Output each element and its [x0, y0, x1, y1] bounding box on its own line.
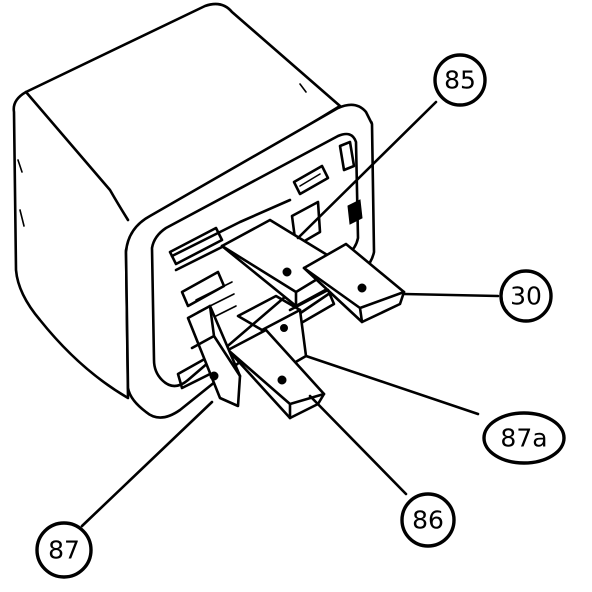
leader-30	[402, 292, 500, 298]
terminal-87a-hole	[280, 324, 288, 332]
terminal-85-hole	[282, 267, 292, 277]
leader-85	[296, 100, 438, 240]
terminal-30-edge	[302, 266, 406, 324]
terminal-87-blade	[186, 304, 242, 408]
housing-inner-recess	[150, 132, 360, 388]
terminal-86	[226, 328, 326, 420]
terminal-87-hole	[209, 371, 219, 381]
leader-87a	[304, 354, 480, 416]
terminal-30	[288, 242, 406, 328]
label-87a-oval	[482, 411, 566, 465]
housing-top-edge	[24, 90, 130, 222]
label-30-text: 30	[510, 282, 542, 311]
terminal-86-blade	[226, 328, 326, 420]
rail-upper	[170, 198, 292, 258]
label-85: 85	[433, 53, 487, 107]
label-86-text: 86	[412, 506, 444, 535]
label-87a: 87a	[482, 411, 566, 465]
label-87a-text: 87a	[500, 424, 547, 453]
slot-far-right	[338, 140, 356, 172]
terminal-30-stem	[288, 288, 336, 328]
label-30: 30	[499, 269, 553, 323]
label-86: 86	[400, 492, 456, 548]
terminal-30-blade	[302, 242, 406, 324]
label-87-text: 87	[48, 536, 80, 565]
label-87-circle	[35, 521, 93, 579]
slot-upper-right	[292, 164, 330, 196]
slot-upper-right-fill	[299, 173, 321, 187]
terminal-87	[186, 304, 242, 408]
terminal-86-hole	[277, 375, 287, 385]
leader-lines	[80, 100, 500, 528]
relay-housing	[12, 2, 376, 419]
terminal-87a-fold	[236, 294, 302, 332]
slot-tab-right	[347, 199, 363, 225]
label-85-circle	[433, 53, 487, 107]
relay-internals	[168, 140, 363, 390]
terminal-86-edge	[226, 348, 326, 420]
label-30-circle	[499, 269, 553, 323]
label-85-text: 85	[444, 66, 476, 95]
rail-slot	[168, 226, 224, 266]
label-87: 87	[35, 521, 93, 579]
leader-86	[308, 394, 408, 496]
housing-shade-marks	[17, 83, 373, 227]
label-86-circle	[400, 492, 456, 548]
pin-labels: 85 30 87a 86 87	[35, 53, 566, 579]
leader-87	[80, 400, 214, 528]
terminal-87-edge	[190, 304, 242, 378]
terminal-30-hole	[357, 283, 367, 293]
